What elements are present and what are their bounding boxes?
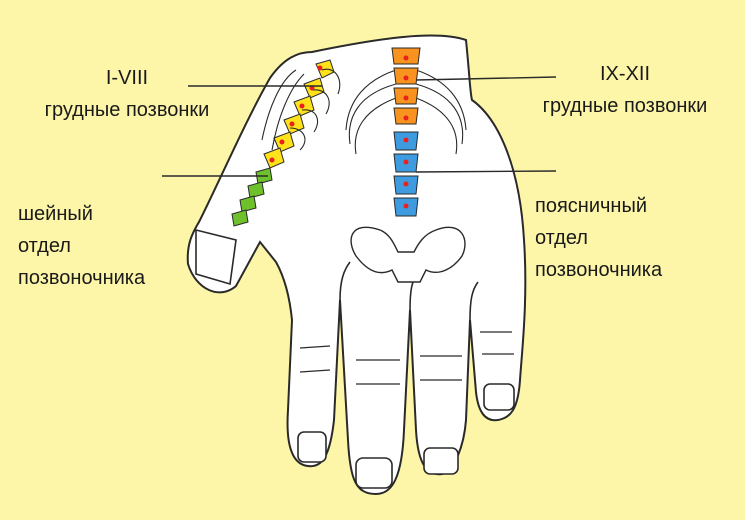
lumbar-line3: позвоночника — [535, 259, 663, 281]
thumb-ribs — [261, 68, 341, 151]
thoracic-lower-text: грудные позвонки — [542, 95, 708, 117]
thoracic-lower-range: IX-XII — [599, 63, 650, 85]
thumb-cervical-vertebrae — [231, 167, 273, 227]
thoracic-upper-label: I-VIII грудные позвонки — [8, 62, 246, 126]
lumbar-line2: отдел — [535, 227, 588, 249]
cervical-line2: отдел — [18, 235, 71, 257]
lumbar-label: поясничный отдел позвоночника — [535, 190, 662, 286]
lumbar-line1: поясничный — [535, 195, 648, 217]
finger-creases — [299, 331, 514, 385]
leader-lines — [162, 76, 557, 177]
hand-outline — [186, 34, 527, 496]
thoracic-upper-text: грудные позвонки — [44, 99, 210, 121]
thoracic-lower-label: IX-XII грудные позвонки — [510, 58, 740, 122]
correspondence-points — [269, 55, 409, 209]
palm-ribcage — [345, 69, 467, 155]
pelvis — [350, 226, 466, 283]
cervical-line3: позвоночника — [18, 267, 146, 289]
fingernails — [195, 228, 515, 489]
thoracic-upper-range: I-VIII — [105, 67, 149, 89]
cervical-label: шейный отдел позвоночника — [18, 198, 145, 294]
cervical-line1: шейный — [18, 203, 93, 225]
